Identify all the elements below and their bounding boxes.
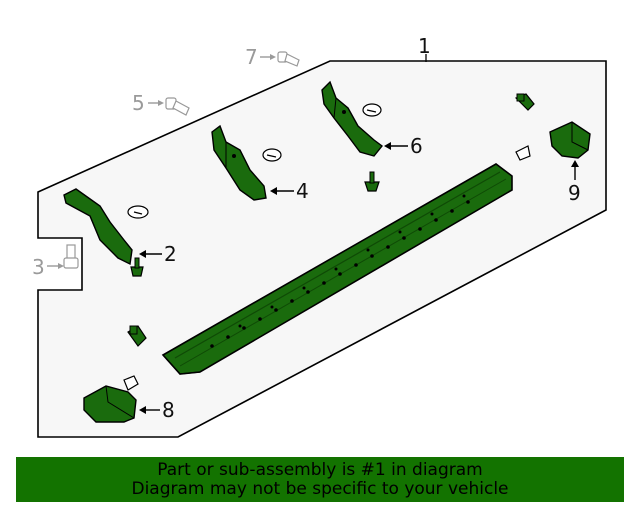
bolt-7-icon: 7 <box>245 45 300 69</box>
parts-diagram: 1 7 5 3 2 <box>32 34 607 438</box>
end-cap-8-icon <box>83 375 139 423</box>
bracket-6-icon <box>321 80 383 192</box>
bolt-icon <box>127 325 147 347</box>
end-cap-9-icon <box>514 93 591 161</box>
callout-1: 1 <box>418 34 431 58</box>
callout-9: 9 <box>568 181 581 205</box>
callout-3: 3 <box>32 255 45 279</box>
callout-7: 7 <box>245 45 258 69</box>
banner-line-1: Part or sub-assembly is #1 in diagram <box>157 459 483 480</box>
bolt-5-icon: 5 <box>132 91 190 116</box>
bracket-4-icon <box>211 124 282 201</box>
bracket-2-icon <box>63 188 149 277</box>
running-board-icon <box>161 163 513 375</box>
banner-line-2: Diagram may not be specific to your vehi… <box>131 478 509 499</box>
callout-5: 5 <box>132 91 145 115</box>
callout-4: 4 <box>296 179 309 203</box>
callout-8: 8 <box>162 398 175 422</box>
callout-2: 2 <box>164 242 177 266</box>
assembly-panel <box>37 60 607 438</box>
bolt-3-icon: 3 <box>32 244 79 279</box>
info-banner: Part or sub-assembly is #1 in diagram Di… <box>16 457 624 502</box>
callout-6: 6 <box>410 134 423 158</box>
